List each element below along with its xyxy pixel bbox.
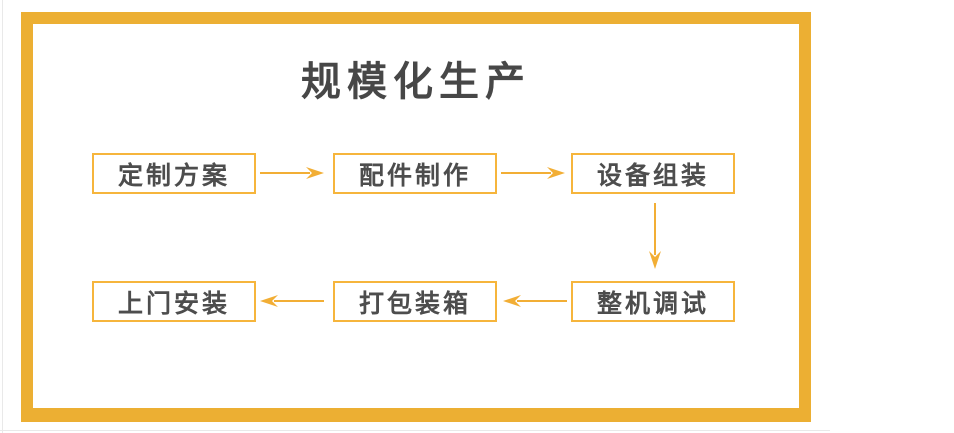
flow-step-label: 定制方案 [117,161,230,190]
flow-step-onsite-installation: 上门安装 [92,281,256,322]
flow-step-label: 打包装箱 [358,289,471,318]
down-arrow-icon [649,203,661,269]
flow-step-label: 配件制作 [358,161,471,190]
diagram-title: 规模化生产 [301,60,531,104]
page-left-divider [2,0,3,433]
left-arrow-icon [260,295,324,307]
page-bottom-divider [0,430,830,431]
flow-step-label: 设备组装 [596,161,709,190]
flow-step-custom-plan: 定制方案 [92,153,256,194]
diagram-frame [21,12,811,422]
flow-step-label: 上门安装 [117,289,230,318]
flow-step-packing: 打包装箱 [333,281,497,322]
flow-step-label: 整机调试 [596,289,709,318]
right-arrow-icon [260,167,324,179]
left-arrow-icon [503,295,567,307]
flow-step-machine-debugging: 整机调试 [571,281,735,322]
flow-step-parts-production: 配件制作 [333,153,497,194]
flow-step-equipment-assembly: 设备组装 [571,153,735,194]
right-arrow-icon [501,167,565,179]
